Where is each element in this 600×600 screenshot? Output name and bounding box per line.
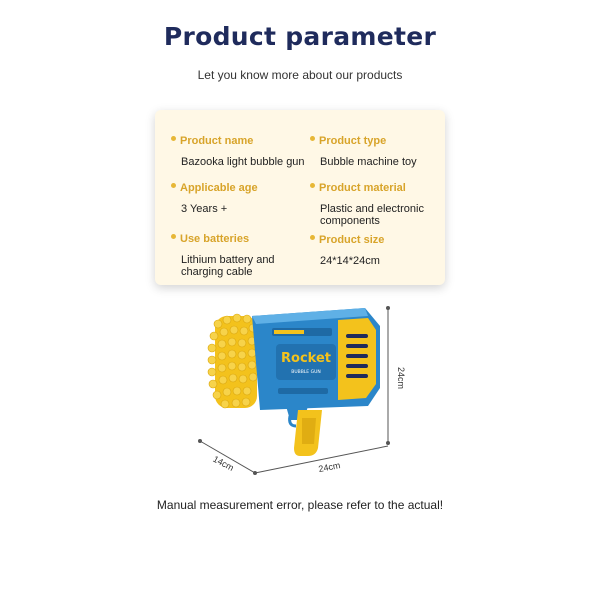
height-dimension-label: 24cm bbox=[396, 367, 406, 389]
bullet-icon bbox=[171, 136, 176, 141]
bubble-gun-illustration: Rocket BUBBLE GUN 24cm 14cm 24cm bbox=[198, 306, 406, 475]
param-product-material: Product material Plastic and electronic … bbox=[310, 182, 450, 227]
bullet-icon bbox=[310, 235, 315, 240]
param-value: Bazooka light bubble gun bbox=[181, 156, 305, 168]
param-applicable-age: Applicable age 3 Years + bbox=[171, 182, 311, 215]
param-label: Applicable age bbox=[180, 182, 258, 194]
param-use-batteries: Use batteries Lithium battery and chargi… bbox=[171, 233, 311, 278]
page-subtitle: Let you know more about our products bbox=[197, 68, 403, 82]
param-value: 3 Years + bbox=[181, 203, 228, 215]
depth-dimension-label: 14cm bbox=[211, 454, 235, 473]
measurement-note: Manual measurement error, please refer t… bbox=[156, 498, 444, 512]
param-value: Lithium battery and charging cable bbox=[181, 254, 275, 278]
param-value: 24*14*24cm bbox=[320, 255, 380, 267]
param-value: Bubble machine toy bbox=[320, 156, 417, 168]
width-dimension-label: 24cm bbox=[318, 460, 342, 474]
param-label: Product type bbox=[319, 135, 387, 147]
width-dimension-line bbox=[254, 445, 389, 474]
gun-grip bbox=[286, 406, 322, 456]
product-image-area: Rocket BUBBLE GUN 24cm 14cm 24cm bbox=[190, 298, 410, 483]
dimension-dot bbox=[386, 441, 390, 445]
brand-text: Rocket bbox=[281, 351, 331, 366]
page-title: Product parameter bbox=[163, 22, 437, 51]
depth-dimension-line bbox=[199, 440, 256, 474]
bullet-icon bbox=[310, 183, 315, 188]
wand-cluster bbox=[207, 313, 258, 409]
param-label: Product name bbox=[180, 135, 254, 147]
gun-body: Rocket BUBBLE GUN bbox=[252, 308, 380, 410]
param-value: Plastic and electronic components bbox=[320, 203, 424, 227]
brand-subtext: BUBBLE GUN bbox=[291, 369, 320, 375]
param-product-size: Product size 24*14*24cm bbox=[310, 234, 450, 267]
bullet-icon bbox=[171, 183, 176, 188]
param-product-name: Product name Bazooka light bubble gun bbox=[171, 135, 311, 168]
parameter-card: Product name Bazooka light bubble gun Pr… bbox=[155, 110, 445, 285]
param-product-type: Product type Bubble machine toy bbox=[310, 135, 450, 168]
param-label: Use batteries bbox=[180, 233, 250, 245]
dimension-dot bbox=[198, 439, 202, 443]
dimension-dot bbox=[386, 306, 390, 310]
param-label: Product size bbox=[319, 234, 385, 246]
param-label: Product material bbox=[319, 182, 406, 194]
bullet-icon bbox=[310, 136, 315, 141]
bullet-icon bbox=[171, 234, 176, 239]
